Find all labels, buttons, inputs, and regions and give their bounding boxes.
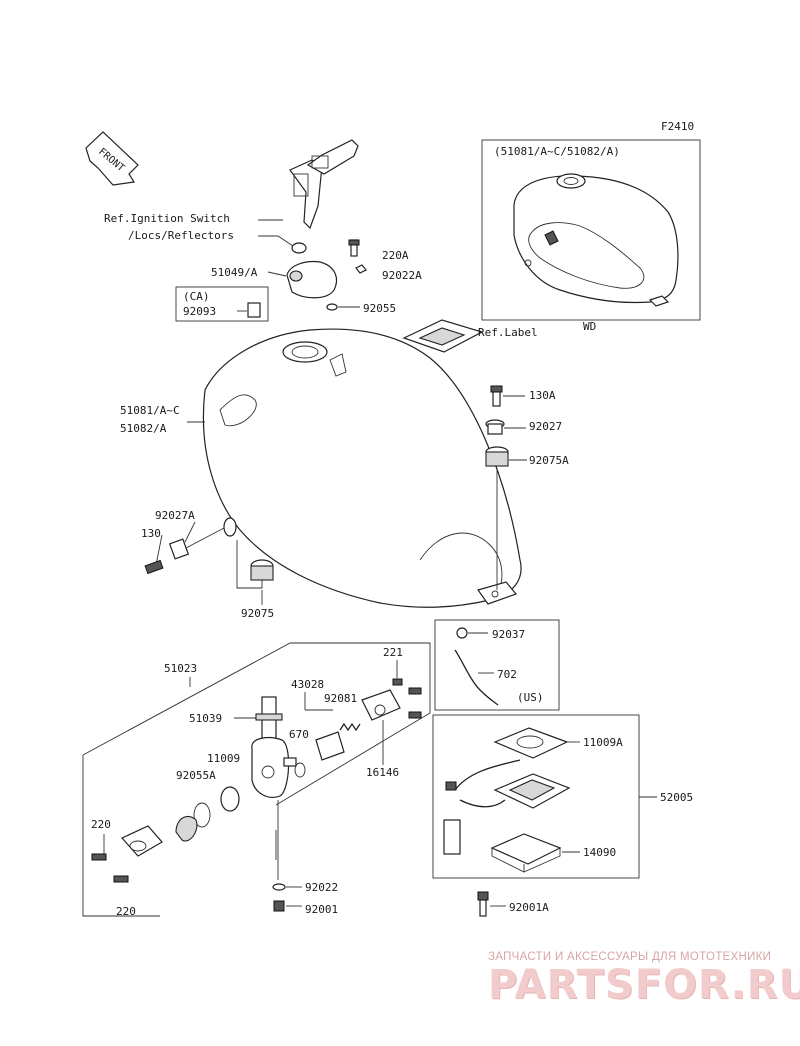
lever-icon [175,815,198,842]
label-tank-1: 51081/A~C [120,404,180,417]
ref-ignition-2: /Locs/Reflectors [128,229,234,242]
label-92001A: 92001A [509,901,549,914]
ca-box [175,286,269,322]
bolt-92001A [477,891,489,917]
inset-box: (51081/A~C/51082/A) WD [481,139,701,333]
watermark-logo: PARTSFOR.RU [488,962,800,1008]
us-box [434,619,560,711]
fuel-cap-icon [286,260,338,299]
label-43028: 43028 [291,678,324,691]
label-51023: 51023 [164,662,197,675]
ref-ignition-1: Ref.Ignition Switch [104,212,230,225]
damper-92075 [250,559,274,581]
damper-92075A [485,446,509,467]
label-702: 702 [497,668,517,681]
label-221: 221 [383,646,403,659]
bolt-130 [144,559,164,575]
front-arrow-icon: FRONT [85,131,139,186]
label-tank-2: 51082/A [120,422,167,435]
label-92055: 92055 [363,302,396,315]
label-92001: 92001 [305,903,338,916]
inset-sub: WD [583,320,596,333]
gasket-11009 [220,786,240,812]
label-92055A: 92055A [176,769,216,782]
label-92022A: 92022A [382,269,422,282]
label-ref-label: Ref.Label [478,326,538,339]
screws-221 [392,678,422,719]
ref-label-plate [402,319,484,353]
collar-92027A [168,538,190,560]
sender-unit [443,759,571,855]
label-92081: 92081 [324,692,357,705]
bolt-130A [490,385,503,407]
label-92022: 92022 [305,881,338,894]
figure-code: F2410 [661,120,694,133]
label-51049A: 51049/A [211,266,258,279]
label-16146: 16146 [366,766,399,779]
fuel-tank [202,328,522,608]
inset-title: (51081/A~C/51082/A) [494,145,620,158]
watermark-tagline: ЗАПЧАСТИ И АКСЕССУАРЫ ДЛЯ МОТОТЕХНИКИ [488,951,772,963]
label-14090: 14090 [583,846,616,859]
sender-box [432,714,640,879]
label-92027: 92027 [529,420,562,433]
label-220: 220 [91,818,111,831]
fuel-cock-body [251,696,297,798]
fuel-cock-box [82,642,431,917]
collar-92027 [485,419,505,435]
hose-702 [454,649,499,706]
plate-16146 [361,689,401,721]
label-92075: 92075 [241,607,274,620]
label-130A: 130A [529,389,556,402]
label-51039: 51039 [189,712,222,725]
label-220A: 220A [382,249,409,262]
label-130: 130 [141,527,161,540]
spring-92081 [339,722,361,732]
label-11009: 11009 [207,752,240,765]
key-icon [289,139,359,230]
oring-92055A [193,802,211,828]
bracket-14090 [490,833,562,873]
plate-220 [121,825,163,857]
bolt-220A [348,239,360,257]
label-92037: 92037 [492,628,525,641]
label-670: 670 [289,728,309,741]
label-92093: 92093 [183,305,216,318]
label-220b: 220 [116,905,136,918]
label-ca: (CA) [183,290,210,303]
label-92027A: 92027A [155,509,195,522]
label-us: (US) [517,691,544,704]
label-52005: 52005 [660,791,693,804]
gasket-11009A [493,727,569,759]
label-92075A: 92075A [529,454,569,467]
label-11009A: 11009A [583,736,623,749]
cover-43028 [315,731,345,761]
